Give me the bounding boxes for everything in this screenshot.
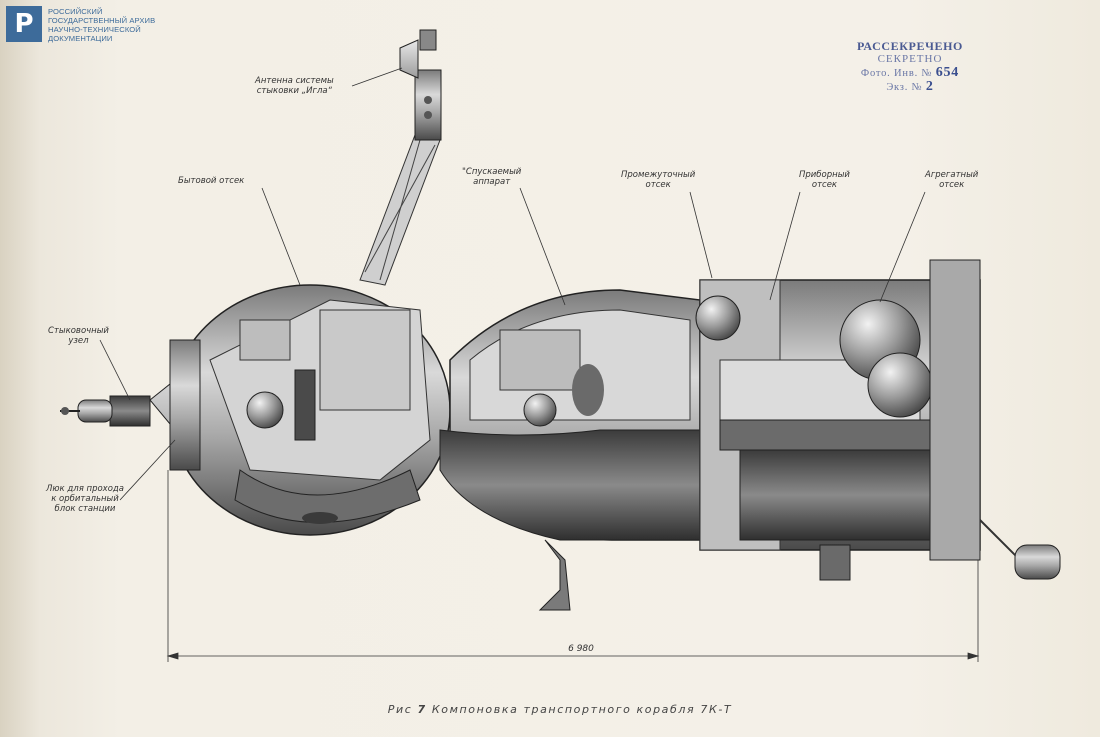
archive-name-line: ДОКУМЕНТАЦИИ	[48, 34, 113, 43]
dimension-label: 6 980	[568, 644, 594, 654]
archive-name-line: ГОСУДАРСТВЕННЫЙ АРХИВ	[48, 16, 156, 25]
stamp-copy: Экз. № 2	[886, 79, 934, 94]
figure-number: 7	[417, 703, 427, 716]
label-aggregate-module: Агрегатный отсек	[925, 170, 979, 190]
label-intermediate-module: Промежуточный отсек	[621, 170, 696, 190]
stamp-copy-number: 2	[925, 79, 934, 94]
orbital-module	[169, 284, 451, 536]
declassification-stamp: РАССЕКРЕЧЕНО СЕКРЕТНО Фото. Инв. № 654 Э…	[840, 40, 980, 94]
label-antenna: Антенна системы стыковки „Игла“	[255, 76, 334, 96]
leader-lines	[99, 67, 926, 501]
stamp-declassified: РАССЕКРЕЧЕНО	[857, 39, 963, 53]
label-docking-unit: Стыковочный узел	[48, 326, 109, 346]
label-living-module: Бытовой отсек	[178, 176, 245, 186]
label-instrument-module: Приборный отсек	[799, 170, 850, 190]
service-module	[695, 259, 1061, 581]
docking-unit	[60, 339, 201, 471]
igla-antenna	[359, 29, 442, 286]
archive-name-line: НАУЧНО-ТЕХНИЧЕСКОЙ	[48, 25, 141, 34]
stamp-secret: СЕКРЕТНО	[877, 53, 943, 65]
archive-name-line: РОССИЙСКИЙ	[48, 7, 103, 16]
archive-logo-icon: Р	[6, 6, 42, 42]
stamp-photo-inv: Фото. Инв. № 654	[860, 65, 960, 80]
archive-name: РОССИЙСКИЙ ГОСУДАРСТВЕННЫЙ АРХИВ НАУЧНО-…	[48, 6, 155, 43]
dimension-line	[166, 470, 980, 662]
figure-caption: Рис 7 Компоновка транспортного корабля 7…	[387, 703, 733, 716]
archive-branding: Р РОССИЙСКИЙ ГОСУДАРСТВЕННЫЙ АРХИВ НАУЧН…	[6, 6, 155, 43]
descent-module	[439, 289, 701, 611]
label-descent-module: "Спускаемый аппарат	[462, 167, 522, 187]
stamp-photo-number: 654	[935, 65, 960, 80]
label-hatch: Люк для прохода к орбитальный блок станц…	[46, 484, 124, 514]
